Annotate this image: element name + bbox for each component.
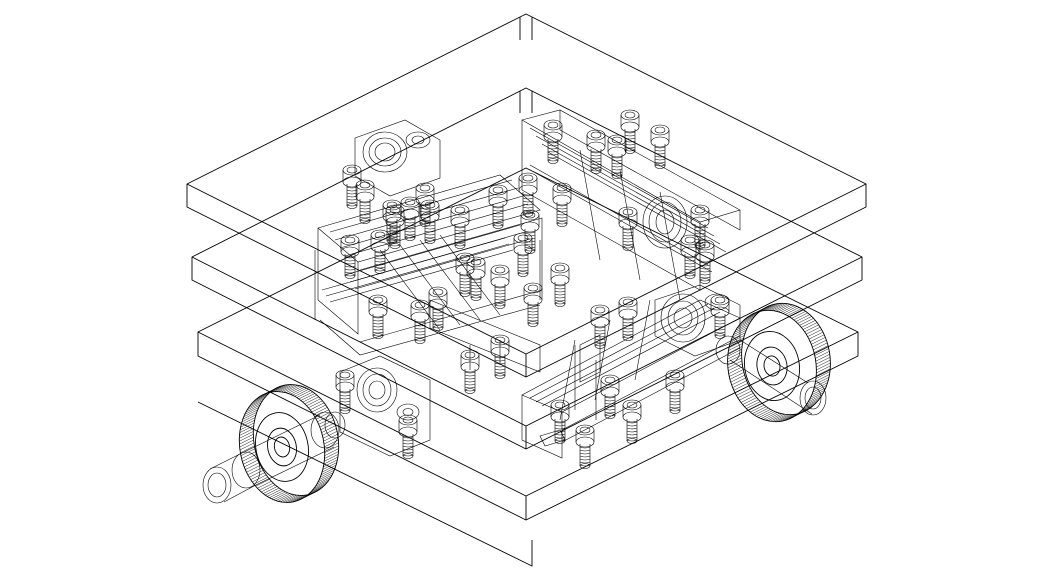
bolt [398,414,418,459]
bolt [410,299,430,344]
bolt [370,229,390,274]
bolt [552,182,572,227]
bolt [550,262,570,307]
bearing-block-mid-right [642,195,688,249]
bottom-plate [197,167,859,567]
bolt [620,109,640,154]
bolt [618,296,638,341]
bolt [455,252,475,297]
bolt [488,184,508,229]
bolt [600,374,620,419]
bolt [618,206,638,251]
bearing-block-lower-right [654,284,741,357]
bolt [428,286,448,331]
bolt [586,129,606,174]
bolt [518,172,538,217]
bolt [368,294,388,339]
bolt [513,232,533,277]
knurled-knob-left [238,384,340,503]
bolt [420,199,440,244]
plate-guides [314,240,597,420]
knurled-knob-right [727,302,831,423]
bolt [695,239,715,284]
bolt [543,119,563,164]
bolt [523,282,543,327]
bolt [622,399,642,444]
bolt [607,134,627,179]
bolt [490,264,510,309]
bolt [355,179,375,224]
bolt [335,369,355,414]
bearing-block-top-left [354,119,441,197]
bolt [550,399,570,444]
middle-plate [191,87,863,450]
bolt [665,369,685,414]
top-plate [186,13,867,378]
bolt-group [335,109,730,469]
shaft-left [202,411,346,504]
bolt [575,424,595,469]
bolt [342,164,362,209]
bearing-block-lower-left [339,355,431,457]
bolt [450,204,470,249]
bolt [680,234,700,279]
bolt [385,204,405,249]
bolt [650,124,670,169]
shaft-right [715,335,827,416]
bolt [710,294,730,339]
bolt [340,234,360,279]
bolt [590,304,610,349]
